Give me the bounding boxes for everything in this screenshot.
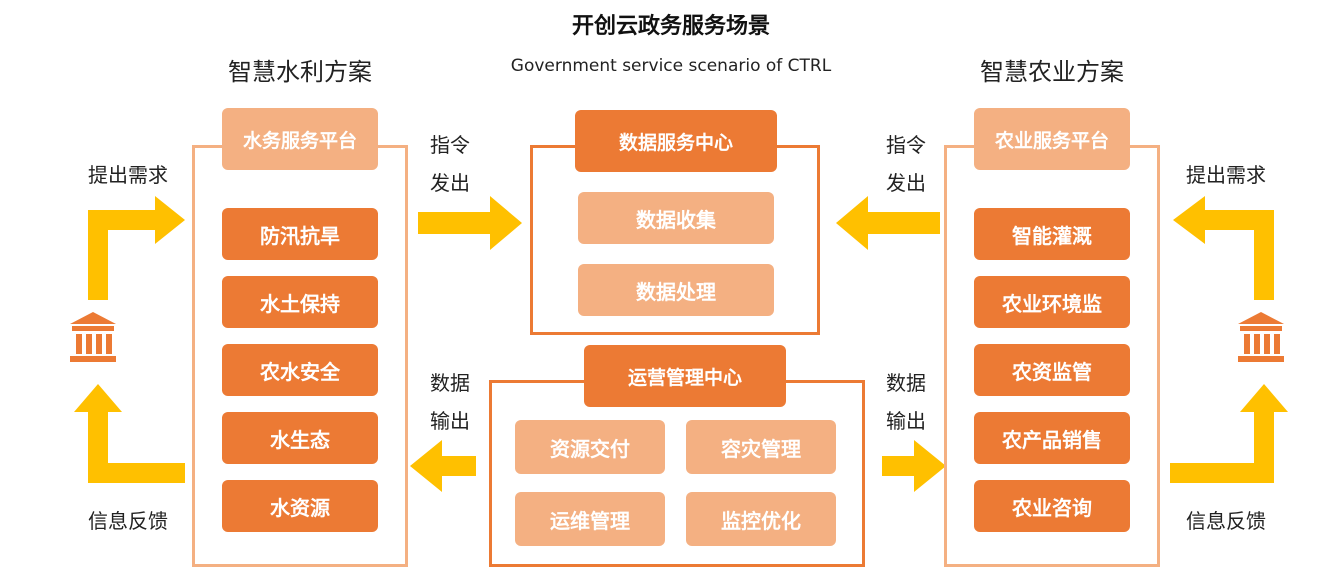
right-platform-header: 农业服务平台: [974, 108, 1130, 170]
right-feedback-arrow: [1170, 384, 1288, 483]
left-request-arrow: [88, 196, 185, 300]
left-data-output-label: 数据 输出: [430, 371, 470, 433]
ops-center-item: 运维管理: [515, 492, 665, 546]
left-command-label: 指令 发出: [430, 133, 470, 195]
right-request-label: 提出需求: [1186, 163, 1266, 187]
right-data-output-arrow: [882, 440, 946, 492]
left-item: 防汛抗旱: [222, 208, 378, 260]
left-request-label: 提出需求: [88, 163, 168, 187]
left-command-arrow: [418, 196, 522, 250]
left-item: 水资源: [222, 480, 378, 532]
government-building-icon: [1238, 312, 1284, 362]
right-item: 农业环境监: [974, 276, 1130, 328]
data-center-item: 数据收集: [578, 192, 774, 244]
left-platform-header: 水务服务平台: [222, 108, 378, 170]
data-center-item: 数据处理: [578, 264, 774, 316]
left-feedback-label: 信息反馈: [88, 509, 168, 533]
right-request-arrow: [1173, 196, 1274, 300]
page-title: 开创云政务服务场景: [571, 14, 770, 39]
right-item: 农产品销售: [974, 412, 1130, 464]
right-command-label: 指令 发出: [886, 133, 926, 195]
right-section-title: 智慧农业方案: [980, 58, 1124, 86]
left-feedback-arrow: [74, 384, 185, 483]
ops-center-item: 资源交付: [515, 420, 665, 474]
right-item: 农业咨询: [974, 480, 1130, 532]
left-section-title: 智慧水利方案: [228, 58, 372, 86]
right-item: 智能灌溉: [974, 208, 1130, 260]
right-data-output-label: 数据 输出: [886, 371, 926, 433]
page-subtitle: Government service scenario of CTRL: [510, 56, 832, 76]
right-feedback-label: 信息反馈: [1186, 509, 1266, 533]
ops-center-item: 监控优化: [686, 492, 836, 546]
ops-center-header: 运营管理中心: [584, 345, 786, 407]
left-item: 农水安全: [222, 344, 378, 396]
left-item: 水生态: [222, 412, 378, 464]
data-center-header: 数据服务中心: [575, 110, 777, 172]
government-building-icon: [70, 312, 116, 362]
right-item: 农资监管: [974, 344, 1130, 396]
left-item: 水土保持: [222, 276, 378, 328]
left-data-output-arrow: [410, 440, 476, 492]
right-command-arrow: [836, 196, 940, 250]
ops-center-item: 容灾管理: [686, 420, 836, 474]
